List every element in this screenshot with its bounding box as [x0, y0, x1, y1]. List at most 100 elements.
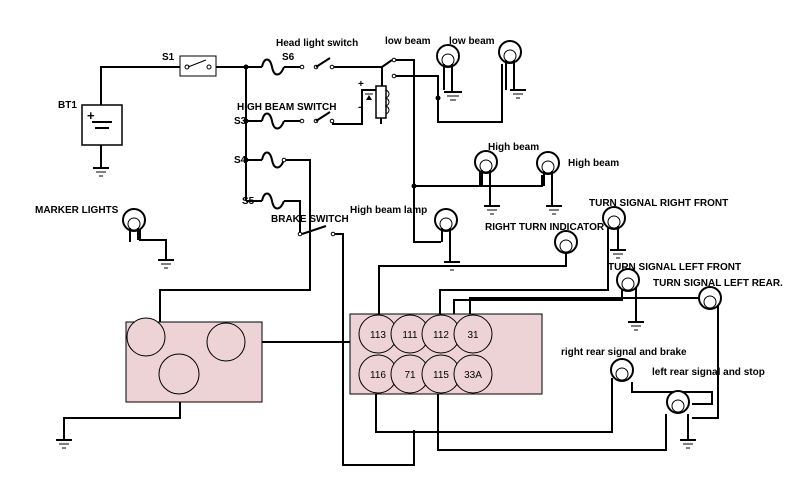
s1-label: S1: [162, 52, 175, 63]
lamp-icon-high-beam-right: [536, 151, 562, 215]
brake-switch: BRAKE SWITCH: [271, 214, 349, 237]
relay-minus-sign: -: [358, 102, 361, 113]
low-beam-label-2: low beam: [449, 36, 495, 47]
right-turn-indicator-label: RIGHT TURN INDICATOR: [485, 222, 605, 233]
right-turn-indicator-wire: [378, 250, 567, 315]
relay-blade: [381, 59, 393, 68]
turn-signal-right-front-label: TURN SIGNAL RIGHT FRONT: [589, 198, 728, 209]
relay-coil: [375, 85, 387, 119]
junction-dots: [243, 64, 441, 189]
battery-bt1: + BT1: [58, 100, 123, 177]
pin-label: 115: [433, 370, 449, 381]
pin-label: 113: [370, 330, 386, 341]
brake-switch-label: BRAKE SWITCH: [271, 214, 349, 225]
switch-blade: [315, 111, 331, 122]
relay-high-wire: [394, 59, 441, 243]
battery-feed-wire: [100, 66, 180, 105]
left-front-turn-wire: [453, 288, 623, 315]
head-light-switch-label: Head light switch: [276, 38, 358, 49]
high-beam-bus-wire: [414, 170, 481, 187]
switch-box: [179, 55, 217, 77]
high-beam-switch-label: HIGH BEAM SWITCH: [237, 102, 336, 113]
lamp-icon-right-turn-indicator: [554, 230, 578, 254]
relay-diode-icon: [366, 95, 372, 100]
lamp-icon-right-rear-signal: [610, 358, 634, 382]
low-beam-wire: [394, 75, 439, 98]
pin-label: 31: [467, 330, 479, 341]
ground-icon: [444, 91, 462, 101]
relay-plus-sign: +: [358, 79, 364, 90]
lamp-icon-high-beam-indicator: [434, 208, 460, 271]
right-rear-wire: [375, 378, 613, 433]
left-rear-turn-wire: [469, 297, 704, 315]
pin-label: 71: [404, 370, 416, 381]
flasher-terminal: [126, 317, 166, 357]
ground-icon: [546, 205, 562, 215]
bt1-label: BT1: [58, 100, 77, 111]
connector-pin: [453, 314, 493, 354]
switch-blade: [187, 59, 207, 68]
flasher-terminal: [158, 353, 200, 395]
s4-contacts: [281, 157, 287, 163]
ground-icon: [610, 249, 626, 259]
connector-block: 113 111 112 31 116 71 115 33A: [349, 313, 543, 395]
high-beam-switch: HIGH BEAM SWITCH: [237, 102, 336, 124]
lamp-icon-turn-signal-left-rear: [698, 286, 722, 310]
marker-ground-wire: [139, 225, 167, 260]
ground-icon: [444, 261, 460, 271]
lamp-icon-turn-signal-right-front: [602, 206, 626, 259]
left-rear-stop-wire: [437, 392, 667, 451]
pin-label: 33A: [464, 370, 482, 381]
left-rear-turn-down-wire: [692, 306, 719, 419]
s5-label: S5: [242, 196, 255, 207]
flasher-ground-wire: [63, 400, 181, 440]
ground-icon: [484, 205, 500, 215]
fuse-s3-icon: [261, 112, 285, 130]
relay-contact: [391, 57, 397, 63]
headlight-out-wire: [332, 66, 383, 92]
high-beam-label-2: High beam: [568, 158, 619, 169]
rear-link-wire: [631, 382, 713, 405]
low-beam-label-1: low beam: [385, 36, 431, 47]
lamp-icon-marker-lights: [122, 208, 174, 269]
fuse-s5-icon: [261, 192, 285, 210]
s3-label: S3: [234, 116, 247, 127]
main-switch-s1: S1: [162, 52, 217, 77]
ground-icon: [680, 439, 696, 449]
wires: [63, 59, 719, 466]
fuse-s4-icon: [261, 151, 285, 169]
turn-signal-left-front-label: TURN SIGNAL LEFT FRONT: [608, 262, 741, 273]
flasher-block: [56, 317, 263, 449]
lamp-icon-high-beam-left: [474, 150, 500, 215]
relay-contact: [391, 73, 397, 79]
marker-lights-label: MARKER LIGHTS: [35, 205, 119, 216]
turn-signal-left-rear-label: TURN SIGNAL LEFT REAR.: [653, 278, 783, 289]
ground-icon: [93, 167, 109, 177]
fuse-s6-icon: [261, 58, 285, 76]
lamp-icon-low-beam-right: [498, 40, 526, 99]
s4-to-connector-wire: [159, 159, 311, 323]
pin-label: 112: [433, 330, 449, 341]
switch-blade: [315, 57, 331, 68]
coil-winding: [384, 89, 390, 115]
high-beam-label-1: High beam: [488, 142, 539, 153]
head-light-switch: Head light switch: [276, 38, 358, 70]
ground-icon: [56, 439, 72, 449]
high-beam-bus-2-wire: [414, 175, 543, 187]
right-front-turn-wire: [439, 226, 609, 315]
ground-icon: [628, 321, 644, 331]
s5-to-brake-wire: [284, 200, 301, 232]
brake-out-wire: [333, 233, 415, 466]
flasher-terminal: [206, 322, 246, 362]
lamp-icon-turn-signal-left-front: [616, 268, 644, 331]
high-beam-lamp-label: High beam lamp: [350, 205, 427, 216]
left-rear-signal-label: left rear signal and stop: [652, 367, 765, 378]
s4-label: S4: [234, 155, 247, 166]
battery-plus-sign: +: [87, 108, 95, 123]
ground-icon: [158, 259, 174, 269]
battery-body: [81, 104, 123, 146]
lamp-icon-low-beam-left: [436, 44, 462, 101]
s6-label: S6: [282, 52, 295, 63]
pin-label: 111: [402, 330, 418, 341]
